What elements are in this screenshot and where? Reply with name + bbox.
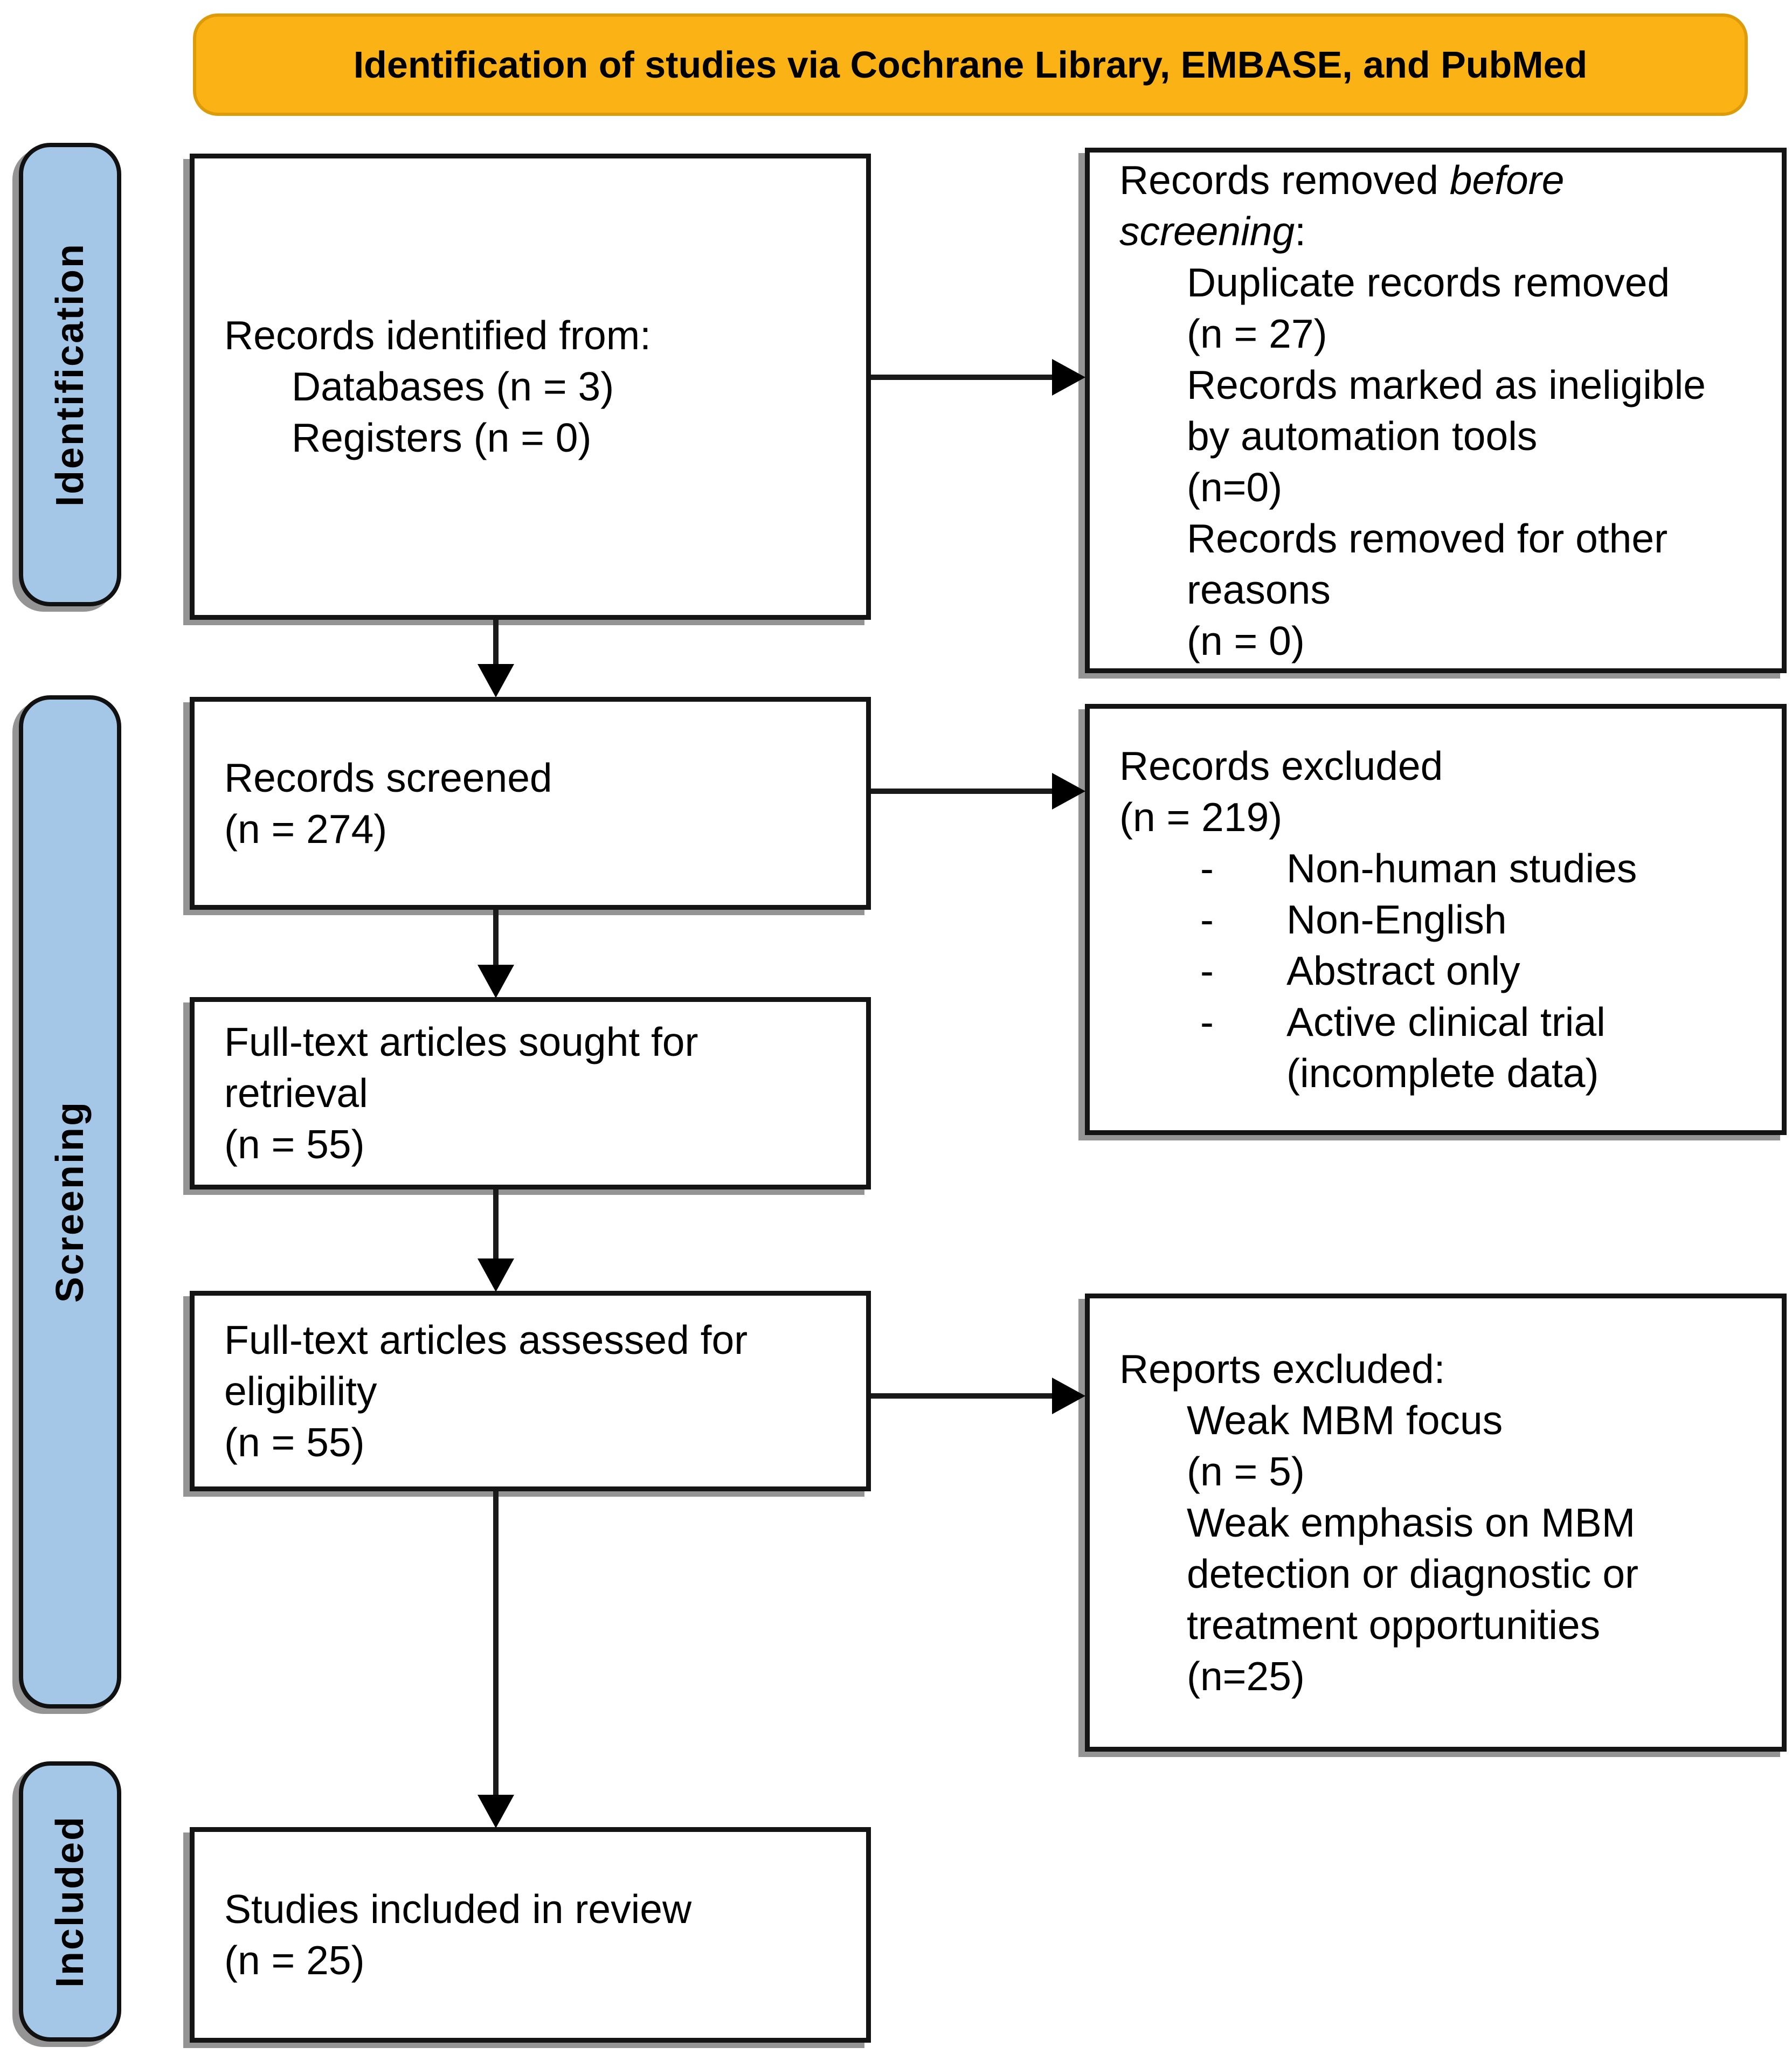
box-text-line: screening: [1119, 206, 1752, 257]
box-text-line: Full-text articles assessed for [224, 1317, 748, 1363]
box-text-line: Registers (n = 0) [292, 415, 592, 460]
records-screened-box: Records screened (n = 274) [190, 697, 871, 910]
dash-bullet: - [1200, 948, 1214, 993]
box-text-line: (n=0) [1187, 464, 1283, 510]
studies-included-box: Studies included in review (n = 25) [190, 1827, 871, 2043]
box-text-line: Weak emphasis on MBM [1187, 1499, 1636, 1545]
box-text-line: Databases (n = 3) [292, 364, 614, 409]
box-text-line: Records identified from: [224, 313, 652, 358]
connector-identified-to-screened [493, 620, 499, 667]
box-bullet-line: - Abstract only [1119, 945, 1752, 997]
box-text-line: (n=25) [1187, 1653, 1305, 1699]
connector-screened-to-sought [493, 910, 499, 966]
stage-label-identification: Identification [19, 143, 121, 606]
records-excluded-box: Records excluded (n = 219) - Non-human st… [1085, 704, 1787, 1135]
box-text-line: Studies included in review [224, 1886, 692, 1932]
arrowhead-right-icon [1052, 359, 1085, 396]
arrowhead-down-icon [478, 965, 514, 998]
banner-title: Identification of studies via Cochrane L… [353, 44, 1588, 86]
connector-identified-to-removed [871, 375, 1054, 380]
box-text-line: (n = 55) [224, 1419, 365, 1465]
box-bullet-line: - Non-human studies [1119, 843, 1752, 894]
box-text-line: (n = 5) [1187, 1448, 1305, 1494]
box-text-segment: : [1295, 208, 1306, 254]
box-text-line: Duplicate records removed [1187, 259, 1670, 305]
arrowhead-down-icon [478, 1795, 514, 1828]
box-text-line: Records screened [224, 755, 552, 800]
box-text-line: treatment opportunities [1187, 1602, 1601, 1648]
bullet-text: Active clinical trial [1286, 999, 1606, 1045]
reports-excluded-box: Reports excluded: Weak MBM focus (n = 5)… [1085, 1294, 1787, 1752]
bullet-text: Abstract only [1286, 948, 1520, 993]
box-bullet-line: - Active clinical trial [1119, 997, 1752, 1048]
box-text-segment-italic: before [1449, 157, 1565, 203]
box-text-line: eligibility [224, 1368, 377, 1414]
box-text-line: (n = 55) [224, 1122, 365, 1167]
dash-bullet: - [1200, 845, 1214, 891]
stage-label-screening: Screening [19, 695, 121, 1709]
box-text-line: Records marked as ineligible [1187, 362, 1706, 407]
stage-label-text: Screening [49, 1101, 92, 1303]
box-text-line: (n = 0) [1187, 618, 1305, 663]
bullet-text: Non-human studies [1286, 845, 1637, 891]
box-text-line: Weak MBM focus [1187, 1397, 1503, 1443]
stage-label-text: Included [49, 1815, 92, 1988]
box-text-line: detection or diagnostic or [1187, 1551, 1639, 1596]
connector-sought-to-assessed [493, 1189, 499, 1260]
arrowhead-down-icon [478, 1258, 514, 1292]
dash-bullet: - [1200, 896, 1214, 942]
box-text-line: Full-text articles sought for [224, 1019, 698, 1064]
box-text-line: (incomplete data) [1286, 1050, 1599, 1096]
connector-screened-to-excluded [871, 789, 1054, 794]
box-text-line: retrieval [224, 1070, 368, 1116]
stage-label-text: Identification [49, 243, 92, 507]
title-banner: Identification of studies via Cochrane L… [193, 13, 1748, 116]
box-text-line: (n = 25) [224, 1938, 365, 1983]
box-text-segment: Records removed [1119, 157, 1450, 203]
fulltext-sought-box: Full-text articles sought for retrieval … [190, 997, 871, 1189]
box-text-line: by automation tools [1187, 413, 1538, 459]
records-identified-box: Records identified from: Databases (n = … [190, 154, 871, 620]
box-text-segment-italic: screening [1119, 208, 1295, 254]
box-text-line: (n = 274) [224, 806, 388, 852]
connector-assessed-to-reports-excluded [871, 1393, 1054, 1399]
connector-assessed-to-included [493, 1491, 499, 1796]
dash-bullet: - [1200, 999, 1214, 1045]
arrowhead-right-icon [1052, 773, 1085, 810]
box-bullet-line: - Non-English [1119, 894, 1752, 945]
box-text-line: (n = 27) [1187, 310, 1327, 356]
stage-label-included: Included [19, 1761, 121, 2042]
arrowhead-down-icon [478, 664, 514, 697]
box-text-line: Records excluded [1119, 743, 1443, 789]
box-text-line: reasons [1187, 566, 1331, 612]
bullet-text: Non-English [1286, 896, 1507, 942]
fulltext-assessed-box: Full-text articles assessed for eligibil… [190, 1291, 871, 1491]
records-removed-box: Records removed before screening: Duplic… [1085, 148, 1787, 673]
box-text-line: Reports excluded: [1119, 1346, 1445, 1392]
arrowhead-right-icon [1052, 1378, 1085, 1414]
box-text-line: Records removed for other [1187, 515, 1668, 561]
box-text-line: (n = 219) [1119, 794, 1283, 840]
box-text-line: Records removed before [1119, 155, 1752, 206]
